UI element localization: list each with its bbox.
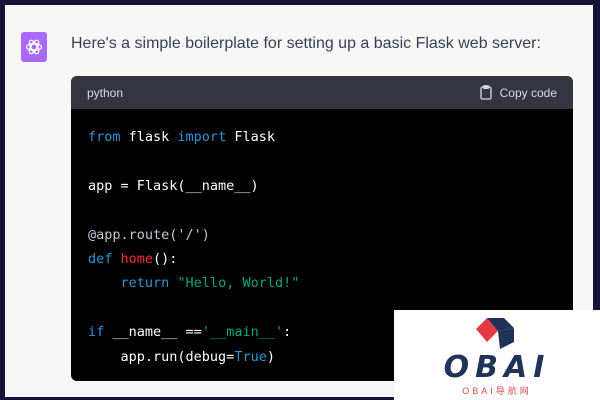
code-token: __name__ ==	[104, 324, 202, 341]
code-token: def	[88, 250, 113, 267]
watermark: OBAI OBAI导航网	[394, 310, 600, 400]
code-line: app = Flask(__name__)	[88, 174, 573, 198]
code-token: '__main__'	[201, 324, 284, 341]
code-token: ():	[153, 250, 178, 267]
code-token: home	[112, 250, 154, 267]
watermark-logo: OBAI	[443, 350, 551, 385]
code-token: return	[120, 275, 170, 292]
code-language: python	[87, 85, 124, 100]
code-line: from flask import Flask	[88, 125, 573, 149]
code-token: flask	[120, 129, 170, 145]
code-token: import	[169, 129, 227, 145]
openai-logo-icon	[25, 39, 43, 55]
clipboard-icon	[479, 85, 492, 100]
code-block-header: python Copy code	[71, 76, 573, 109]
cube-logo-icon	[476, 318, 514, 349]
code-token: "Hello, World!"	[169, 275, 300, 292]
watermark-subtitle: OBAI导航网	[462, 386, 532, 396]
code-token: app = Flask(__name__)	[88, 177, 259, 194]
code-line: return "Hello, World!"	[88, 271, 573, 295]
chat-panel: Here's a simple boilerplate for setting …	[5, 5, 593, 397]
copy-code-button[interactable]: Copy code	[479, 85, 557, 100]
code-line: def home():	[88, 247, 573, 271]
copy-code-label: Copy code	[499, 85, 557, 100]
code-token: from	[88, 129, 121, 145]
code-line	[88, 198, 573, 222]
code-token: app.run(debug=	[88, 348, 235, 365]
code-token: @app.route('/')	[88, 226, 210, 243]
code-token: True	[234, 348, 267, 365]
code-token: if	[88, 324, 105, 341]
code-line	[88, 149, 573, 173]
code-token: :	[283, 324, 292, 341]
code-token: )	[266, 348, 275, 365]
code-block: python Copy code from flask import Flask…	[71, 76, 573, 381]
code-line: @app.route('/')	[88, 223, 573, 247]
assistant-message: Here's a simple boilerplate for setting …	[71, 35, 541, 52]
code-token: Flask	[226, 129, 275, 145]
code-line: app.run(debug=True)	[88, 345, 573, 369]
assistant-avatar	[21, 32, 47, 62]
code-line: if __name__ =='__main__':	[88, 320, 573, 344]
code-token	[88, 275, 121, 291]
code-content: from flask import Flask app = Flask(__nam…	[71, 109, 573, 369]
